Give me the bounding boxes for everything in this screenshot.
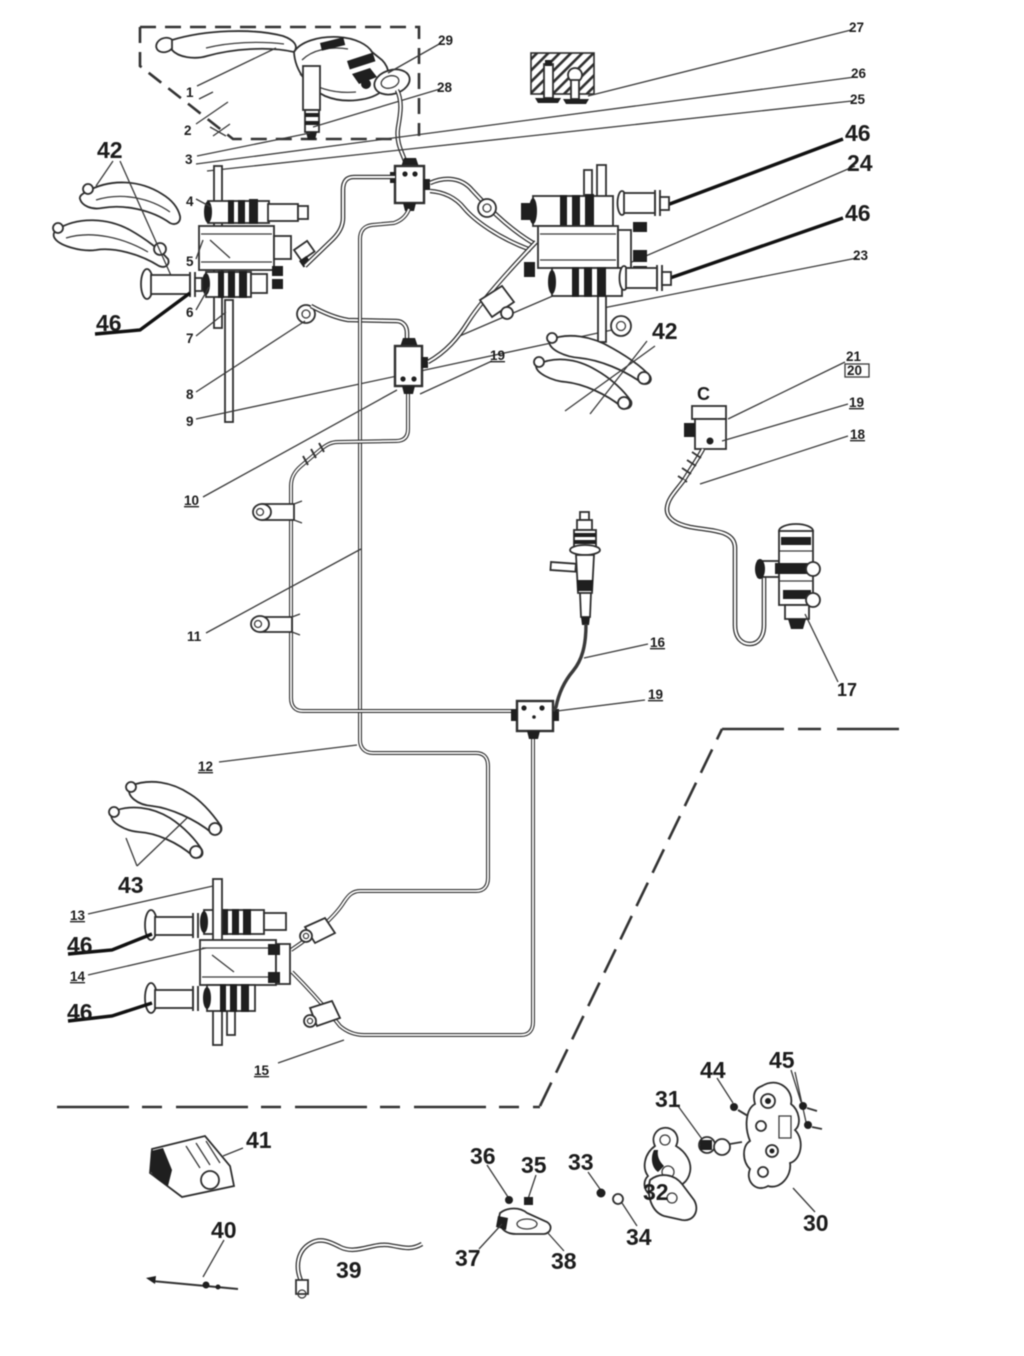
svg-text:42: 42 <box>652 318 678 344</box>
svg-text:14: 14 <box>70 969 86 984</box>
svg-text:40: 40 <box>211 1217 237 1243</box>
svg-text:16: 16 <box>650 635 666 650</box>
svg-text:28: 28 <box>437 80 453 95</box>
svg-text:24: 24 <box>847 150 873 176</box>
svg-text:25: 25 <box>850 92 866 107</box>
svg-text:19: 19 <box>648 687 663 702</box>
svg-text:35: 35 <box>521 1152 547 1178</box>
svg-text:42: 42 <box>97 137 123 163</box>
svg-text:20: 20 <box>847 363 862 378</box>
svg-text:34: 34 <box>626 1224 652 1250</box>
svg-text:10: 10 <box>184 493 199 508</box>
svg-text:19: 19 <box>849 395 864 410</box>
svg-text:23: 23 <box>853 248 869 263</box>
svg-text:46: 46 <box>67 999 93 1025</box>
svg-text:46: 46 <box>67 932 93 958</box>
svg-text:32: 32 <box>643 1179 669 1205</box>
svg-text:39: 39 <box>336 1257 362 1283</box>
svg-text:3: 3 <box>185 152 193 167</box>
svg-text:31: 31 <box>655 1086 681 1112</box>
svg-text:2: 2 <box>184 123 192 138</box>
svg-text:9: 9 <box>186 414 194 429</box>
svg-text:33: 33 <box>568 1149 594 1175</box>
svg-text:17: 17 <box>837 680 857 700</box>
svg-text:6: 6 <box>186 305 194 320</box>
svg-text:21: 21 <box>846 349 862 364</box>
svg-text:8: 8 <box>186 387 194 402</box>
svg-text:43: 43 <box>118 872 144 898</box>
svg-text:46: 46 <box>845 200 871 226</box>
svg-text:19: 19 <box>490 348 505 363</box>
svg-text:46: 46 <box>96 310 122 336</box>
svg-text:38: 38 <box>551 1248 577 1274</box>
svg-text:26: 26 <box>851 66 867 81</box>
svg-text:37: 37 <box>455 1245 481 1271</box>
svg-text:29: 29 <box>438 33 453 48</box>
svg-text:C: C <box>697 384 710 404</box>
svg-text:12: 12 <box>198 759 213 774</box>
svg-text:46: 46 <box>845 120 871 146</box>
svg-text:13: 13 <box>70 908 86 923</box>
svg-text:41: 41 <box>246 1127 272 1153</box>
svg-text:5: 5 <box>186 254 194 269</box>
svg-text:1: 1 <box>186 85 194 100</box>
svg-text:36: 36 <box>470 1143 496 1169</box>
svg-text:4: 4 <box>186 194 194 209</box>
svg-text:44: 44 <box>700 1057 726 1083</box>
svg-text:27: 27 <box>849 20 864 35</box>
svg-text:18: 18 <box>850 427 866 442</box>
svg-text:11: 11 <box>187 629 202 644</box>
svg-text:7: 7 <box>186 331 194 346</box>
svg-text:30: 30 <box>803 1210 829 1236</box>
svg-text:45: 45 <box>769 1047 795 1073</box>
svg-text:15: 15 <box>254 1063 270 1078</box>
